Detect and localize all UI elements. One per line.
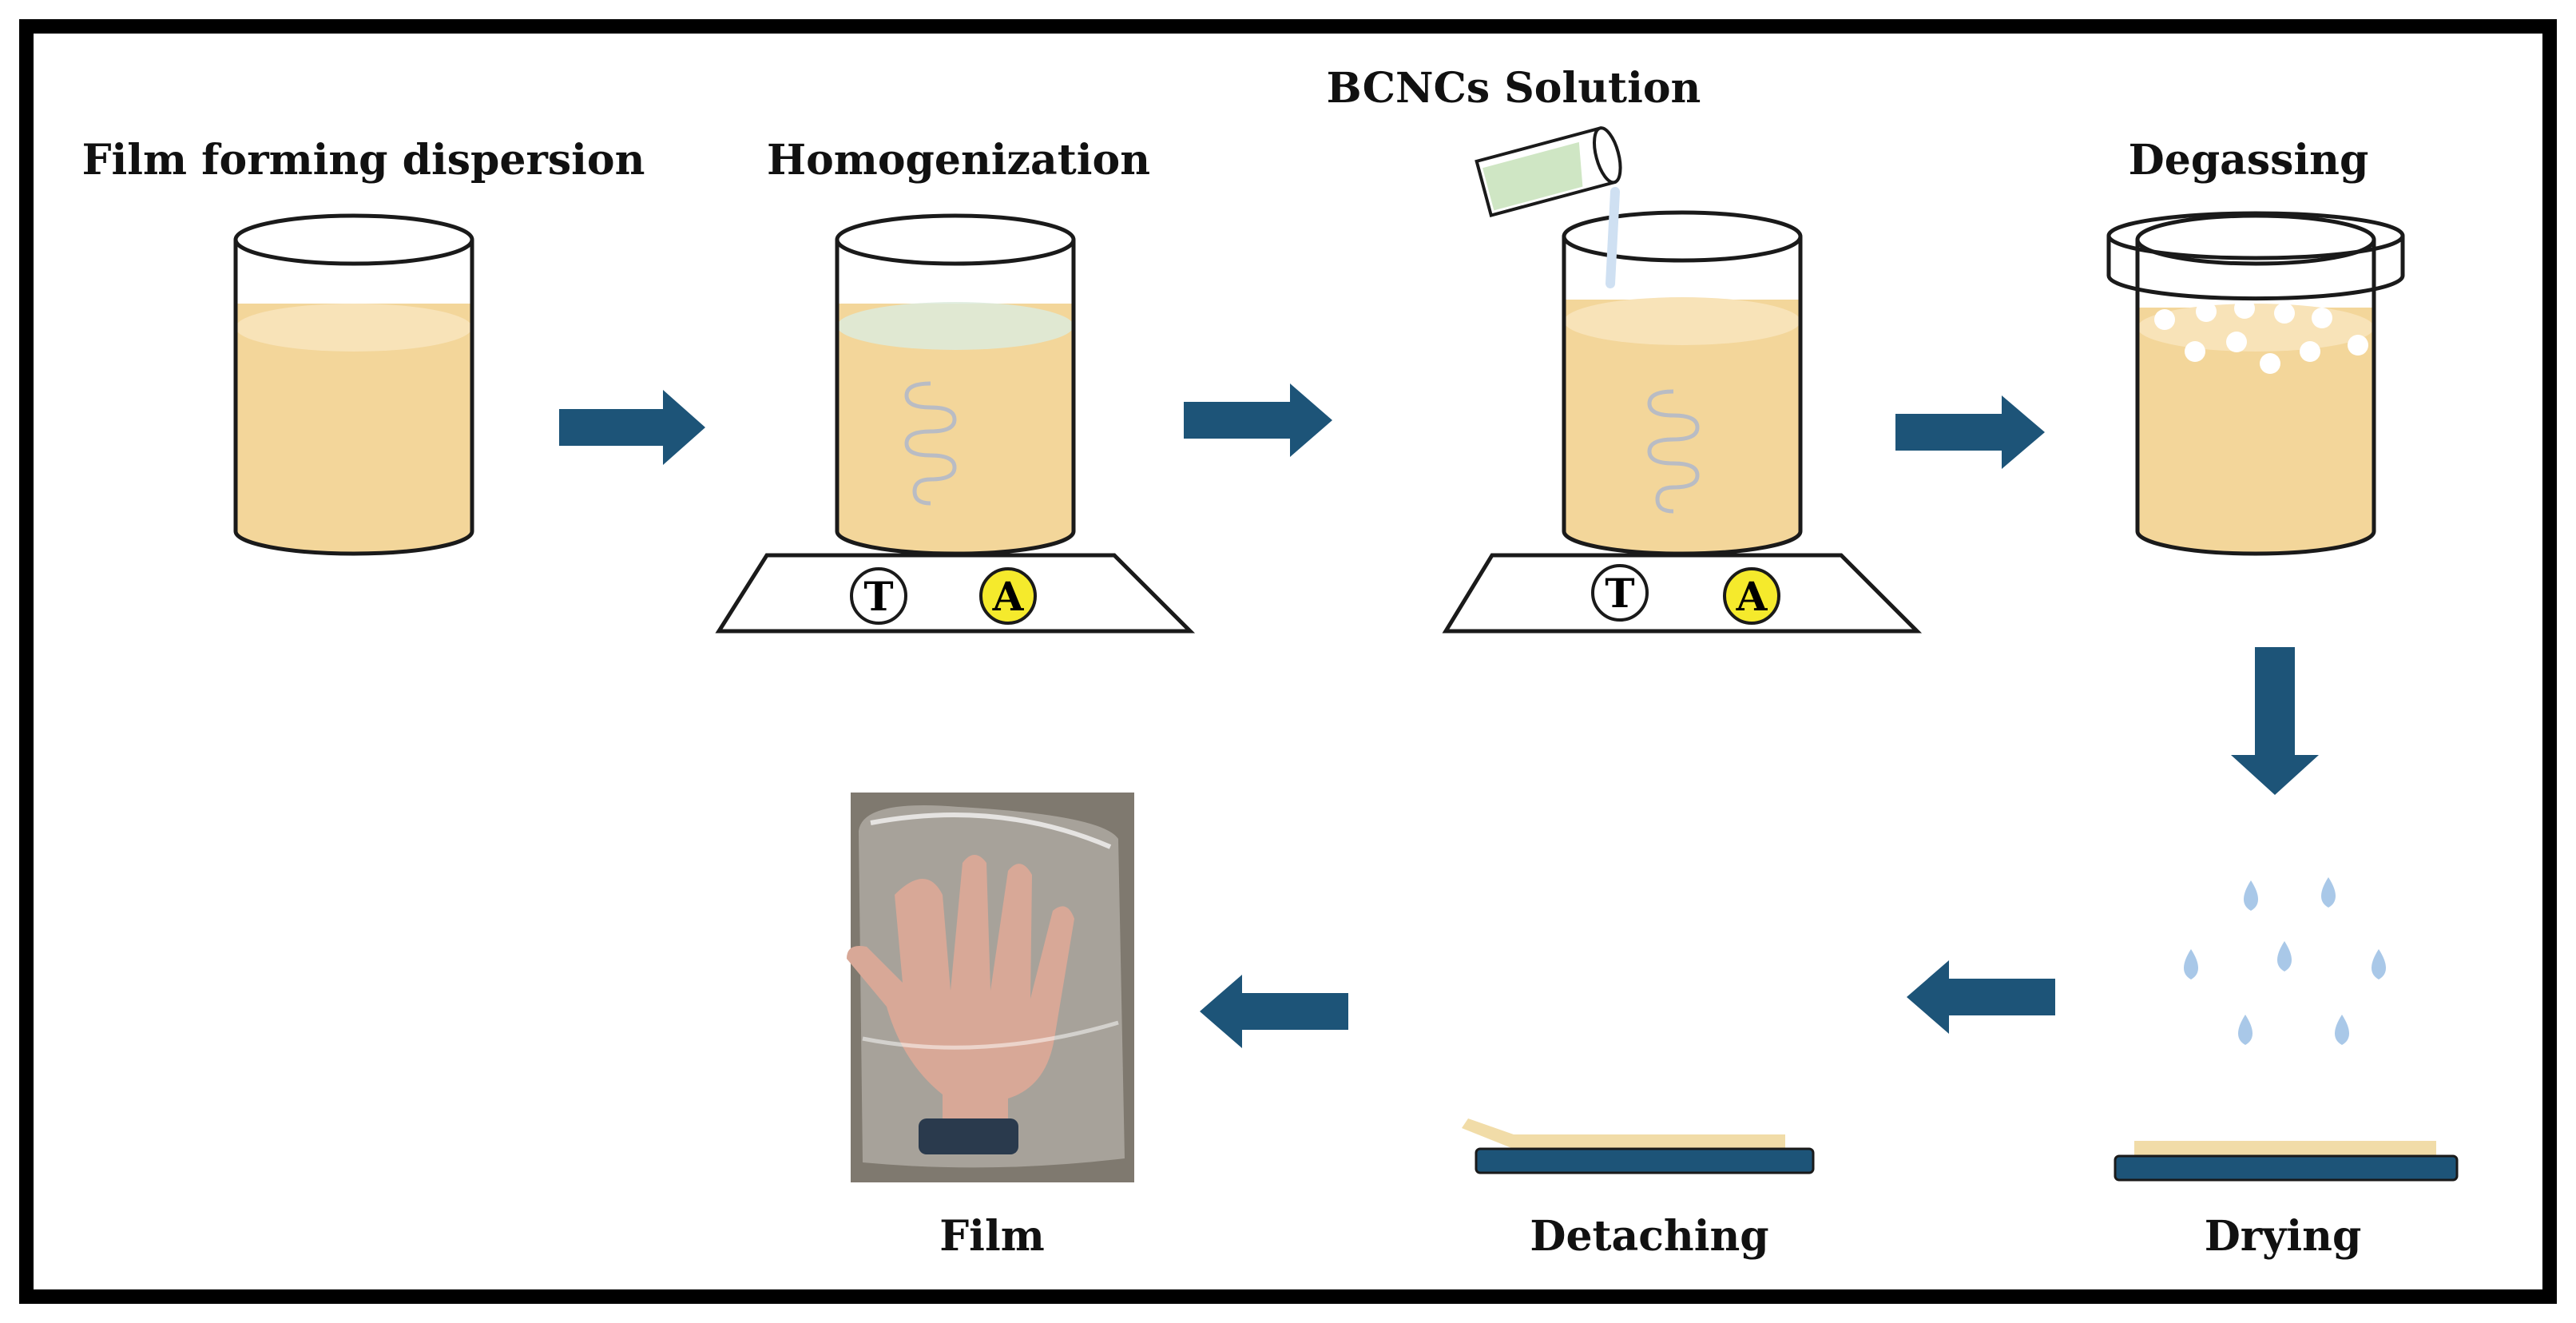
label-bcncs-solution: BCNCs Solution [1327,64,1701,113]
bubbles [2154,298,2368,374]
stirrer-plate-bcncs: T A [1442,553,1923,634]
label-degassing: Degassing [2129,136,2369,185]
label-film-forming-dispersion: Film forming dispersion [82,136,645,185]
temperature-dial [1591,564,1649,622]
arrow-left-1 [1907,960,2055,1034]
stirrer-plate-homogenization: T A [715,553,1196,634]
pouring-stream [1606,187,1620,288]
temperature-dial-label: T [1605,570,1634,617]
stir-bar-swirl [1647,389,1700,514]
arrow-left-2 [1200,975,1348,1048]
pouring-beaker-bcncs [1475,126,1622,288]
temperature-dial-label: T [863,573,893,620]
beaker-film-forming-dispersion [233,213,474,556]
beaker-homogenization [835,213,1076,556]
beaker-degassing [2135,213,2376,556]
agitation-dial [979,567,1037,625]
label-detaching: Detaching [1530,1212,1768,1261]
beaker-bcncs [1562,210,1803,556]
label-homogenization: Homogenization [767,136,1150,185]
temperature-dial [850,567,907,625]
agitation-dial-label: A [1736,573,1768,620]
arrow-right-2 [1184,383,1332,457]
agitation-dial [1723,567,1780,625]
label-film: Film [939,1212,1044,1261]
diagram-frame [19,19,2557,1304]
film-photo [847,793,1134,1182]
drying-plate [2114,1141,2459,1182]
arrow-right-1 [559,390,705,465]
evaporation-droplets [2184,877,2386,1045]
agitation-dial-label: A [992,573,1025,620]
beaker-lid [2106,211,2405,301]
detaching-plate [1462,1118,1815,1174]
arrow-right-3 [1895,395,2045,469]
label-drying: Drying [2205,1212,2362,1261]
stir-bar-swirl [904,381,957,506]
arrow-down [2231,647,2319,795]
watch-strap [919,1118,1018,1154]
hand [847,855,1074,1134]
